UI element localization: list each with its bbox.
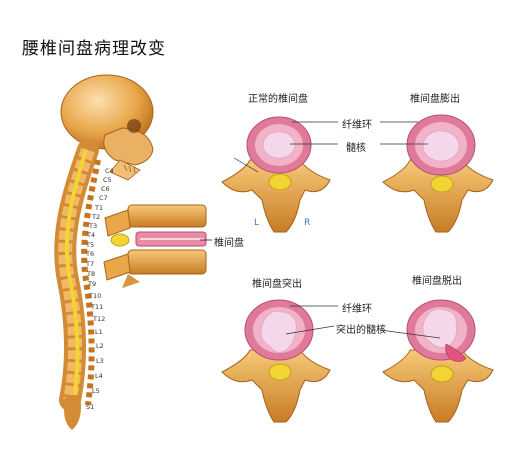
spinal-column [54,139,101,430]
spine-segment-detail [103,204,212,288]
vertebra-label: T10 [89,292,102,300]
protruded-disc-illustration [221,299,338,423]
label-annulus-bottom: 纤维环 [342,304,372,315]
label-left: L [254,218,260,228]
vertebra-label: T2 [92,213,101,221]
panel-title-prolapse: 椎间盘脱出 [412,276,462,287]
vertebra-label: T1 [95,204,104,212]
vertebra-label: T11 [91,303,104,311]
vertebra-label: T6 [86,250,95,258]
vertebra-label: C7 [99,194,108,202]
vertebra-label: C4 [105,167,114,175]
vertebra-label: L1 [95,328,103,336]
vertebra-label: C6 [101,185,110,193]
vertebra-label: L4 [95,372,103,380]
vertebra-label: T9 [88,280,97,288]
vertebra-label: T4 [87,231,96,239]
label-protruded-nucleus: 突出的髓核 [336,325,386,336]
vertebra-label: T5 [86,241,95,249]
label-disc: 椎间盘 [214,238,244,249]
vertebra-label: L2 [96,342,104,350]
label-right: R [304,218,311,228]
vertebra-label: T7 [86,260,95,268]
vertebra-label: C5 [103,176,112,184]
prolapsed-disc-illustration [379,299,494,423]
skull [60,74,154,181]
panel-title-protrusion: 椎间盘突出 [252,279,302,290]
diagram-title: 腰椎间盘病理改变 [22,39,166,59]
vertebra-label: L5 [92,387,100,395]
vertebra-label: S1 [86,403,95,411]
label-nucleus: 髓核 [346,143,366,154]
label-annulus-top: 纤维环 [342,120,372,131]
vertebra-label: T8 [87,270,96,278]
vertebra-label: L3 [96,357,104,365]
normal-disc-illustration [221,116,338,233]
vertebra-label: T12 [93,315,106,323]
panel-title-normal: 正常的椎间盘 [248,94,308,105]
bulging-disc-illustration [380,114,494,233]
vertebra-label: T3 [89,222,98,230]
panel-title-bulge: 椎间盘膨出 [410,94,460,105]
